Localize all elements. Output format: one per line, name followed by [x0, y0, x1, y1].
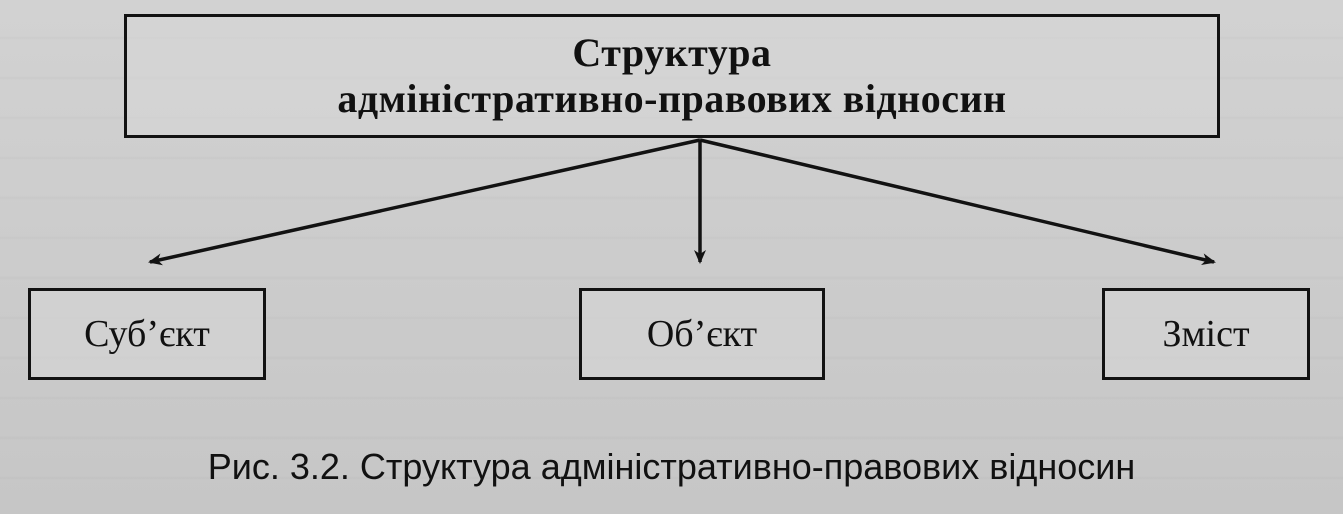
node-object: Об’єкт [579, 288, 825, 380]
node-subject-label: Суб’єкт [84, 313, 210, 355]
figure-caption: Рис. 3.2. Структура адміністративно-прав… [207, 446, 1136, 487]
root-node-box: Структура адміністративно-правових відно… [124, 14, 1220, 138]
root-title-line1: Структура [572, 30, 772, 75]
node-object-label: Об’єкт [646, 313, 758, 355]
node-content: Зміст [1102, 288, 1310, 380]
edge-root-to-content [699, 138, 1216, 266]
node-content-label: Зміст [1162, 313, 1250, 355]
node-subject: Суб’єкт [28, 288, 266, 380]
root-title-line2: адміністративно-правових відносин [337, 76, 1007, 121]
edge-root-to-subject [148, 138, 701, 266]
